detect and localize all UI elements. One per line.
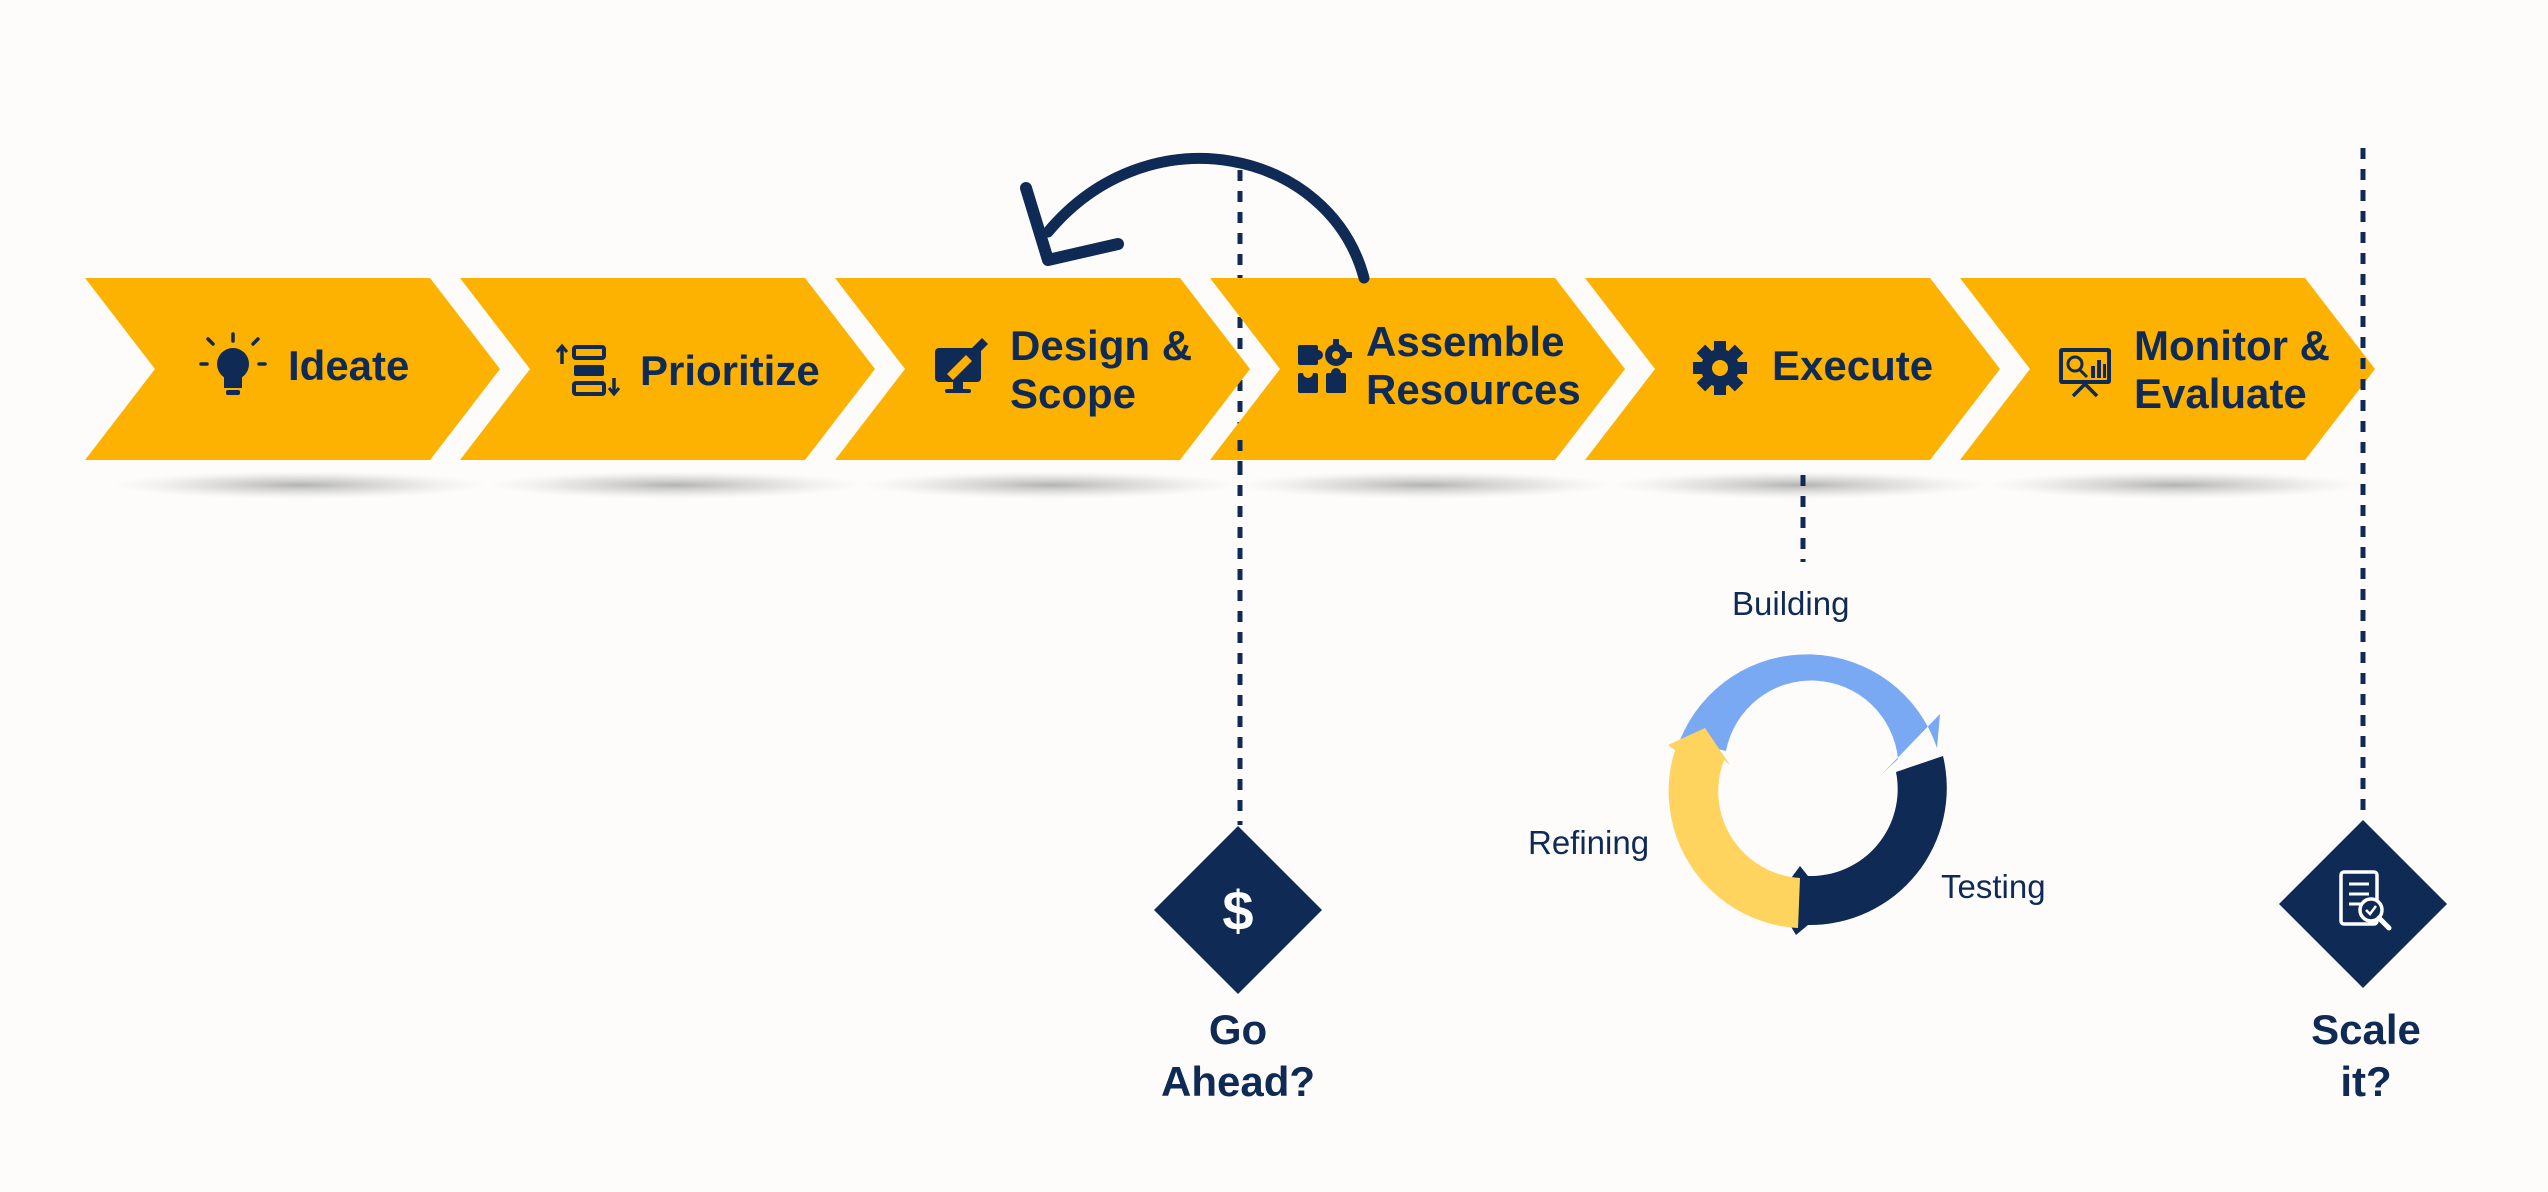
chevron-shadows	[110, 471, 2365, 499]
build-test-refine-cycle	[1668, 654, 1947, 935]
step-label-ideate: Ideate	[288, 342, 409, 389]
chevron-shadow	[1985, 471, 2365, 499]
lightbulb-icon	[199, 332, 267, 395]
chevron-execute	[1585, 278, 2000, 460]
sort-list-icon	[555, 343, 621, 397]
chevron-prioritize	[460, 278, 875, 460]
step-label-assemble-line2: Resources	[1366, 366, 1581, 413]
go-ahead-label-line2: Ahead?	[1161, 1058, 1315, 1105]
cycle-label-refining: Refining	[1528, 824, 1649, 861]
cycle-label-testing: Testing	[1941, 868, 2046, 905]
scale-it-label-line1: Scale	[2311, 1006, 2421, 1053]
go-ahead-label-line1: Go	[1209, 1006, 1267, 1053]
cycle-arc-building	[1680, 654, 1940, 775]
chevron-shadow	[485, 471, 865, 499]
chevron-shadow	[110, 471, 490, 499]
cycle-arc-refining	[1668, 728, 1800, 928]
chevron-shadow	[1235, 471, 1615, 499]
go-ahead-diamond: $	[1154, 826, 1322, 994]
step-label-design-line2: Scope	[1010, 370, 1136, 417]
chevron-row	[85, 278, 2375, 460]
loop-back-arrow-icon	[1020, 153, 1370, 284]
puzzle-gear-icon	[1298, 339, 1352, 393]
scale-it-label-line2: it?	[2340, 1058, 2391, 1105]
step-label-monitor-line1: Monitor &	[2134, 322, 2330, 369]
chevron-ideate	[85, 278, 500, 460]
dollar-icon: $	[1222, 879, 1253, 942]
design-monitor-icon	[935, 338, 988, 393]
cycle-label-building: Building	[1732, 585, 1849, 622]
cycle-arc-testing	[1775, 756, 1947, 935]
step-label-monitor-line2: Evaluate	[2134, 370, 2307, 417]
document-search-icon	[2339, 870, 2392, 931]
chevron-shadow	[860, 471, 1240, 499]
step-label-design-line1: Design &	[1010, 322, 1192, 369]
scale-it-diamond	[2279, 820, 2447, 988]
step-label-assemble-line1: Assemble	[1366, 318, 1564, 365]
step-label-prioritize: Prioritize	[640, 347, 820, 394]
chevron-assemble-resources	[1210, 278, 1625, 460]
chevron-design-scope	[835, 278, 1250, 460]
monitor-chart-icon	[2059, 348, 2111, 398]
gear-icon	[1693, 341, 1747, 395]
chevron-shadow	[1610, 471, 1990, 499]
step-label-execute: Execute	[1772, 342, 1933, 389]
chevron-monitor-evaluate	[1960, 278, 2375, 460]
